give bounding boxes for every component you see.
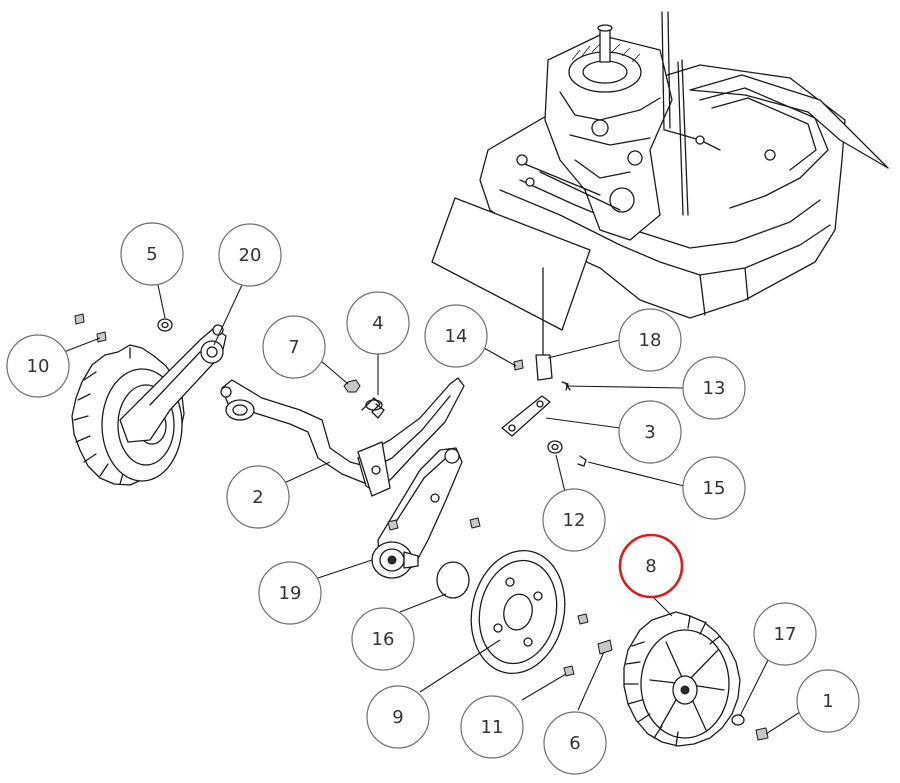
callout-label: 20: [239, 245, 262, 266]
callout-11: 11: [460, 695, 524, 759]
callout-3: 3: [618, 400, 682, 464]
callout-15: 15: [682, 456, 746, 520]
callout-9: 9: [366, 685, 430, 749]
callout-1: 1: [796, 669, 860, 733]
small-hardware: [501, 359, 769, 741]
callout-label: 18: [639, 330, 662, 351]
callout-label: 15: [703, 478, 726, 499]
callout-label: 1: [822, 691, 833, 712]
callout-20: 20: [218, 223, 282, 287]
callout-label: 7: [288, 337, 299, 358]
gear-case-assembly: [371, 447, 481, 579]
callout-13: 13: [682, 356, 746, 420]
callout-label: 11: [481, 717, 504, 738]
left-wheel-assembly: [71, 313, 227, 486]
callout-5: 5: [120, 222, 184, 286]
disc-plate: [470, 549, 566, 675]
callout-label: 13: [703, 378, 726, 399]
callout-label: 3: [644, 422, 655, 443]
callout-label: 2: [252, 487, 263, 508]
callout-label: 5: [146, 244, 157, 265]
callout-17: 17: [753, 602, 817, 666]
callout-label: 17: [774, 624, 797, 645]
callout-16: 16: [351, 607, 415, 671]
callout-6: 6: [543, 711, 607, 775]
callout-label: 4: [372, 313, 383, 334]
callout-19: 19: [258, 561, 322, 625]
callout-7: 7: [262, 315, 326, 379]
callout-8: 8: [618, 533, 684, 599]
callout-label: 14: [445, 326, 468, 347]
callout-4: 4: [346, 291, 410, 355]
callout-10: 10: [6, 334, 70, 398]
callout-18: 18: [618, 308, 682, 372]
o-ring: [436, 561, 470, 599]
engine-deck-assembly: [431, 11, 889, 381]
callout-2: 2: [226, 465, 290, 529]
right-blade-wheel: [623, 611, 741, 747]
callout-label: 16: [372, 629, 395, 650]
callout-label: 19: [279, 583, 302, 604]
callout-label: 10: [27, 356, 50, 377]
callout-label: 12: [563, 510, 586, 531]
leader-lines: [63, 284, 801, 735]
callout-12: 12: [542, 488, 606, 552]
axle-shaft-assembly: [220, 377, 465, 497]
callout-14: 14: [424, 304, 488, 368]
callout-label: 8: [645, 556, 656, 577]
callout-label: 9: [392, 707, 403, 728]
callout-label: 6: [569, 733, 580, 754]
